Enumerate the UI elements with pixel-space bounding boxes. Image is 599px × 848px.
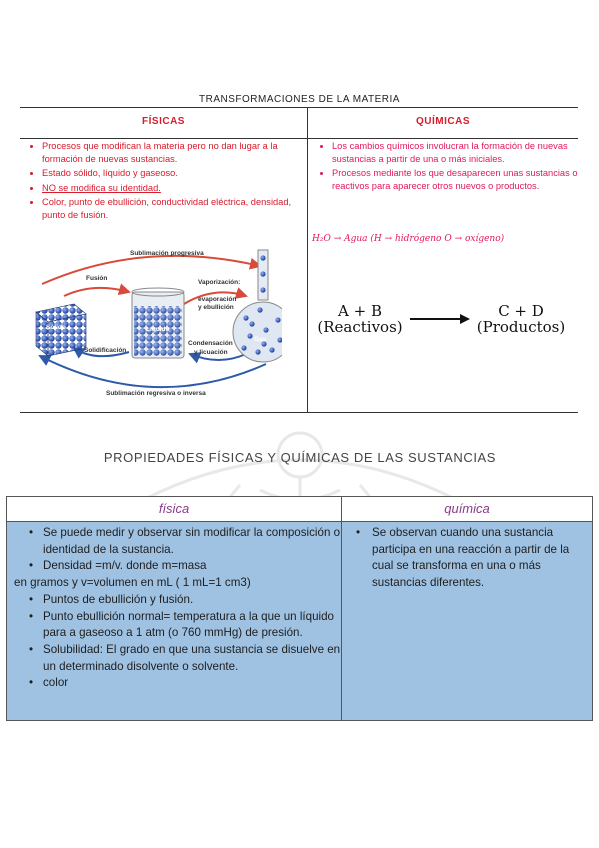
label-y-licuacion: y licuación	[194, 349, 228, 356]
list-item: color	[7, 675, 341, 692]
list-item: Procesos mediante los que desaparecen un…	[332, 167, 582, 192]
reactants: A + B (Reactivos)	[316, 303, 404, 335]
label-sublimacion-progresiva: Sublimación progresiva	[130, 250, 204, 257]
label-fusion: Fusión	[86, 275, 108, 282]
list-item: Procesos que modifican la materia pero n…	[42, 140, 304, 165]
label-gas: Gas	[254, 336, 267, 343]
quimicas-list: Los cambios químicos involucran la forma…	[318, 140, 582, 194]
products-label: (Productos)	[476, 318, 566, 336]
column-divider	[307, 108, 308, 412]
list-item: Los cambios químicos involucran la forma…	[332, 140, 582, 165]
label-evaporacion: evaporación	[198, 296, 237, 303]
label-liquido: Líquido	[146, 326, 170, 333]
phase-diagram-graphic	[35, 249, 294, 389]
list-item: en gramos y v=volumen en mL ( 1 mL=1 cm3…	[14, 576, 251, 590]
list-item: NO se modifica su identidad.	[42, 182, 304, 195]
quimica-list: Se observan cuando una sustancia partici…	[342, 525, 588, 592]
list-item: Color, punto de ebullición, conductivida…	[42, 196, 304, 221]
list-item: Punto ebullición normal= temperatura a l…	[7, 609, 341, 642]
gas-flask	[232, 249, 294, 363]
list-item: Se observan cuando una sustancia partici…	[342, 525, 588, 592]
label-sublimacion-regresiva: Sublimación regresiva o inversa	[106, 390, 206, 397]
header-divider	[20, 138, 578, 139]
reactants-formula: A + B	[338, 302, 382, 320]
products-formula: C + D	[498, 302, 544, 320]
label-condensacion: Condensación	[188, 340, 233, 347]
list-item: Solubilidad: El grado en que una sustanc…	[7, 642, 341, 675]
list-item: Puntos de ebullición y fusión.	[7, 592, 341, 609]
reaction-arrow-icon	[410, 314, 470, 324]
label-solido: Sólido	[46, 324, 66, 331]
label-vaporizacion: Vaporización:	[198, 279, 241, 286]
phase-change-diagram: Sublimación progresiva Fusión Vaporizaci…	[34, 244, 294, 402]
fisica-list: Se puede medir y observar sin modificar …	[7, 525, 341, 692]
chemical-reaction: A + B (Reactivos) C + D (Productos)	[316, 303, 566, 343]
label-solidificacion: Solidificación	[84, 347, 127, 354]
fisicas-list: Procesos que modifican la materia pero n…	[28, 140, 304, 224]
fisica-cell: Se puede medir y observar sin modificar …	[6, 521, 342, 721]
list-item: Se puede medir y observar sin modificar …	[7, 525, 341, 558]
fisica-header: física	[6, 496, 342, 522]
reactants-label: (Reactivos)	[317, 318, 403, 336]
label-y-ebullicion: y ebullición	[198, 304, 234, 311]
list-item-text: NO se modifica su identidad.	[42, 182, 161, 193]
water-formula: H₂O → Agua (H → hidrógeno O → oxígeno)	[312, 234, 505, 244]
solid-cube	[35, 303, 87, 357]
list-item: Estado sólido, líquido y gaseoso.	[42, 167, 304, 180]
transformaciones-table: FÍSICAS QUÍMICAS Procesos que modifican …	[20, 107, 578, 413]
transformaciones-title: TRANSFORMACIONES DE LA MATERIA	[199, 94, 400, 105]
quimica-cell: Se observan cuando una sustancia partici…	[341, 521, 593, 721]
liquid-beaker	[131, 287, 185, 359]
fisicas-header: FÍSICAS	[142, 116, 185, 127]
quimicas-header: QUÍMICAS	[416, 116, 470, 127]
products: C + D (Productos)	[476, 303, 566, 335]
propiedades-title: PROPIEDADES FÍSICAS Y QUÍMICAS DE LAS SU…	[103, 450, 497, 465]
quimica-header: química	[341, 496, 593, 522]
propiedades-table: física química Se puede medir y observar…	[6, 496, 593, 721]
list-item: Densidad =m/v. donde m=masa	[7, 558, 341, 575]
